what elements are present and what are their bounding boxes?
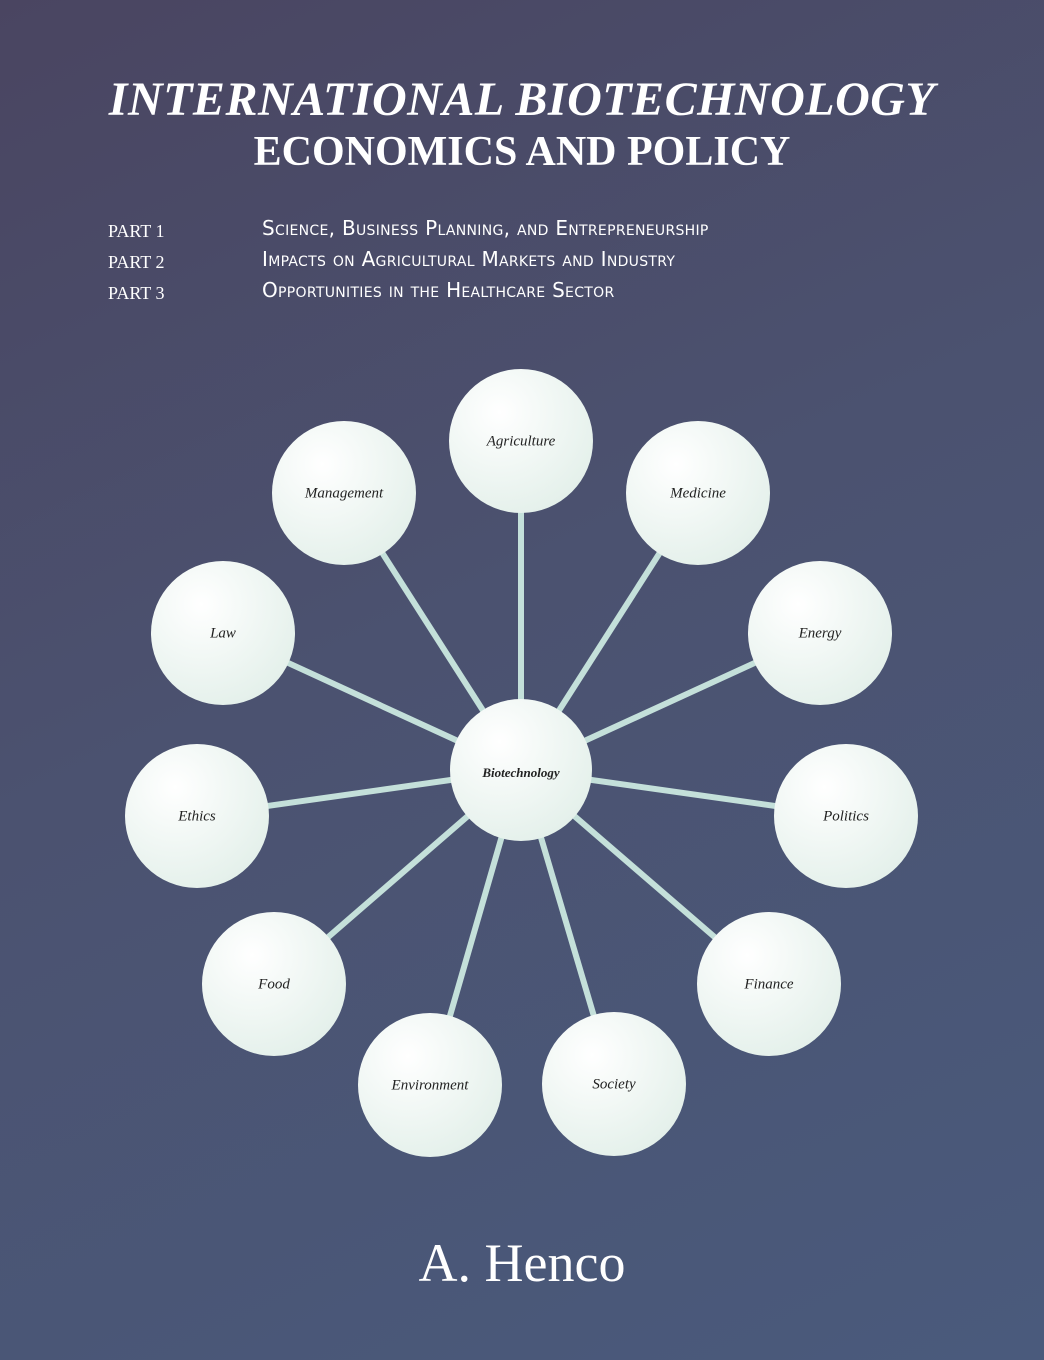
node-circle xyxy=(202,912,346,1056)
node-energy: Energy xyxy=(748,561,892,705)
diagram-center: Biotechnology xyxy=(450,699,592,841)
node-agriculture: Agriculture xyxy=(449,369,593,513)
node-label: Management xyxy=(304,485,384,501)
node-circle xyxy=(151,561,295,705)
node-ethics: Ethics xyxy=(125,744,269,888)
node-label: Ethics xyxy=(177,808,216,824)
node-circle xyxy=(449,369,593,513)
node-circle xyxy=(626,421,770,565)
node-society: Society xyxy=(542,1012,686,1156)
node-label: Energy xyxy=(798,625,842,641)
node-law: Law xyxy=(151,561,295,705)
node-circle xyxy=(358,1013,502,1157)
node-food: Food xyxy=(202,912,346,1056)
node-label: Law xyxy=(209,625,236,641)
node-label: Society xyxy=(592,1076,636,1092)
node-politics: Politics xyxy=(774,744,918,888)
node-circle xyxy=(697,912,841,1056)
part-row: PART 1 Science, Business Planning, and E… xyxy=(108,216,968,247)
title-line-2: ECONOMICS AND POLICY xyxy=(253,129,791,175)
node-label: Agriculture xyxy=(486,433,556,449)
parts-list: PART 1 Science, Business Planning, and E… xyxy=(108,216,968,309)
node-circle xyxy=(748,561,892,705)
node-label: Food xyxy=(257,976,290,992)
node-finance: Finance xyxy=(697,912,841,1056)
node-circle xyxy=(774,744,918,888)
center-circle xyxy=(450,699,592,841)
node-environment: Environment xyxy=(358,1013,502,1157)
part-row: PART 3 Opportunities in the Healthcare S… xyxy=(108,278,968,309)
part-label: PART 2 xyxy=(108,252,165,272)
node-circle xyxy=(542,1012,686,1156)
node-label: Environment xyxy=(391,1077,470,1093)
node-label: Medicine xyxy=(669,485,726,501)
node-management: Management xyxy=(272,421,416,565)
node-medicine: Medicine xyxy=(626,421,770,565)
part-title: Impacts on Agricultural Markets and Indu… xyxy=(262,247,676,271)
part-title: Science, Business Planning, and Entrepre… xyxy=(262,216,709,240)
diagram-nodes: AgricultureMedicineEnergyPoliticsFinance… xyxy=(125,369,918,1157)
node-label: Finance xyxy=(743,976,793,992)
part-label: PART 3 xyxy=(108,283,165,303)
node-circle xyxy=(272,421,416,565)
center-label: Biotechnology xyxy=(481,765,560,780)
title-line-1: INTERNATIONAL BIOTECHNOLOGY xyxy=(108,73,936,126)
author-name: A. Henco xyxy=(418,1233,626,1293)
part-label: PART 1 xyxy=(108,221,165,241)
part-row: PART 2 Impacts on Agricultural Markets a… xyxy=(108,247,968,278)
part-title: Opportunities in the Healthcare Sector xyxy=(262,278,615,302)
node-label: Politics xyxy=(822,808,869,824)
node-circle xyxy=(125,744,269,888)
